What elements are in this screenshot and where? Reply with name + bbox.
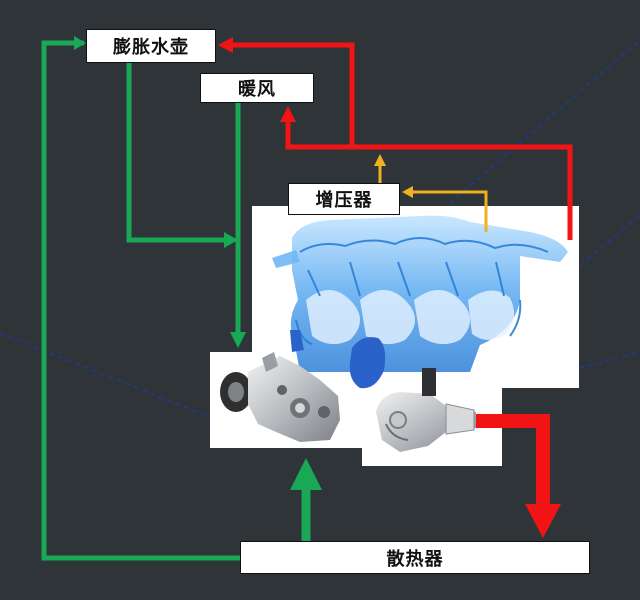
arrow-down-into-pump bbox=[230, 332, 246, 348]
expansion-tank-text: 膨胀水壶 bbox=[113, 37, 189, 58]
arrow-into-tank bbox=[74, 36, 86, 50]
orange-arrowheads bbox=[374, 154, 413, 198]
red-arrowheads bbox=[218, 37, 561, 538]
tank-to-pump-line bbox=[126, 63, 226, 243]
green-coolant-flows bbox=[41, 40, 311, 561]
thermostat-housing-icon bbox=[376, 368, 476, 452]
green-arrowheads bbox=[74, 36, 322, 490]
arrow-into-heater bbox=[280, 106, 296, 122]
radiator-label: 散热器 bbox=[240, 541, 590, 574]
leader-line-left bbox=[0, 332, 223, 423]
radiator-text: 散热器 bbox=[386, 548, 444, 570]
outlet-to-tank-line bbox=[232, 42, 355, 147]
red-coolant-flows bbox=[232, 42, 573, 506]
arrow-into-turbo bbox=[402, 186, 413, 198]
expansion-tank-label: 膨胀水壶 bbox=[86, 29, 216, 63]
arrow-up-from-turbo bbox=[374, 154, 386, 166]
turbocharger-label: 增压器 bbox=[288, 183, 400, 215]
engine-to-turbo-line bbox=[412, 190, 488, 232]
blue-translucent-engine-block-icon bbox=[272, 215, 568, 389]
radiator-to-tank-return-line bbox=[41, 40, 240, 561]
heater-text: 暖风 bbox=[238, 79, 276, 100]
arrow-up-into-pump bbox=[290, 458, 322, 490]
arrow-into-tank-red bbox=[218, 37, 233, 53]
arrow-into-pump-side bbox=[224, 232, 238, 248]
turbocharger-text: 增压器 bbox=[315, 190, 373, 211]
thermostat-to-radiator-line bbox=[476, 414, 550, 506]
turbo-coolant-flow bbox=[378, 164, 488, 232]
arrow-into-radiator bbox=[525, 504, 561, 538]
engine-outlet-to-heater-line bbox=[285, 120, 573, 240]
heater-label: 暖风 bbox=[200, 73, 314, 103]
water-pump-icon bbox=[220, 352, 340, 442]
